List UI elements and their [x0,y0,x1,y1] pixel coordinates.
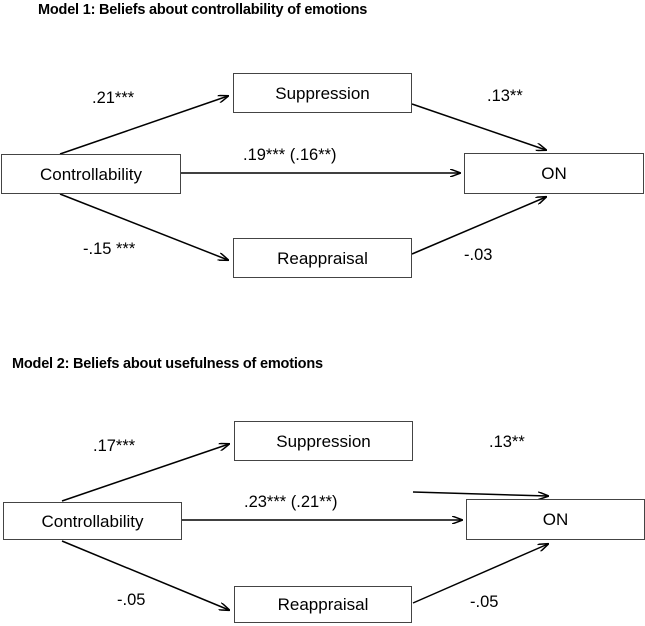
mediation-model-1: Model 1: Beliefs about controllability o… [1,0,645,330]
path-label-b-bottom: -.03 [464,246,493,264]
model-2-title: Model 2: Beliefs about usefulness of emo… [12,356,323,372]
arrow-reappraisal-to-on [412,544,548,604]
path-label-direct: .19*** (.16**) [243,146,337,164]
path-label-a-bottom: -.15 *** [83,240,136,258]
path-label-a-bottom: -.05 [117,591,146,609]
arrow-controllability-to-suppression [61,444,229,502]
node-suppression[interactable]: Suppression [233,73,412,113]
path-label-b-bottom: -.05 [470,593,499,611]
node-suppression[interactable]: Suppression [234,421,413,461]
model-1-arrows [59,0,645,330]
arrow-suppression-to-on [411,103,546,150]
arrow-controllability-to-reappraisal [61,540,229,610]
path-label-direct: .23*** (.21**) [244,493,338,511]
node-reappraisal[interactable]: Reappraisal [233,238,412,278]
model-1-diagram: Controllability Suppression Reappraisal … [1,0,645,330]
node-controllability[interactable]: Controllability [1,154,181,194]
node-on[interactable]: ON [464,153,644,194]
path-label-a-top: .21*** [92,89,135,107]
path-label-b-top: .13** [489,433,525,451]
path-label-a-top: .17*** [93,437,136,455]
arrow-suppression-to-on [412,491,548,496]
model-1-title: Model 1: Beliefs about controllability o… [38,2,368,18]
arrow-reappraisal-to-on [411,197,546,255]
model-2-arrows [61,340,645,626]
arrow-controllability-to-reappraisal [59,193,228,260]
model-2-diagram: Controllability Suppression Reappraisal … [0,340,645,626]
node-reappraisal[interactable]: Reappraisal [234,586,412,623]
node-controllability[interactable]: Controllability [3,502,182,540]
arrow-controllability-to-suppression [59,96,228,155]
node-on[interactable]: ON [466,499,645,540]
path-label-b-top: .13** [487,87,523,105]
mediation-model-2: Model 2: Beliefs about usefulness of emo… [0,340,645,626]
